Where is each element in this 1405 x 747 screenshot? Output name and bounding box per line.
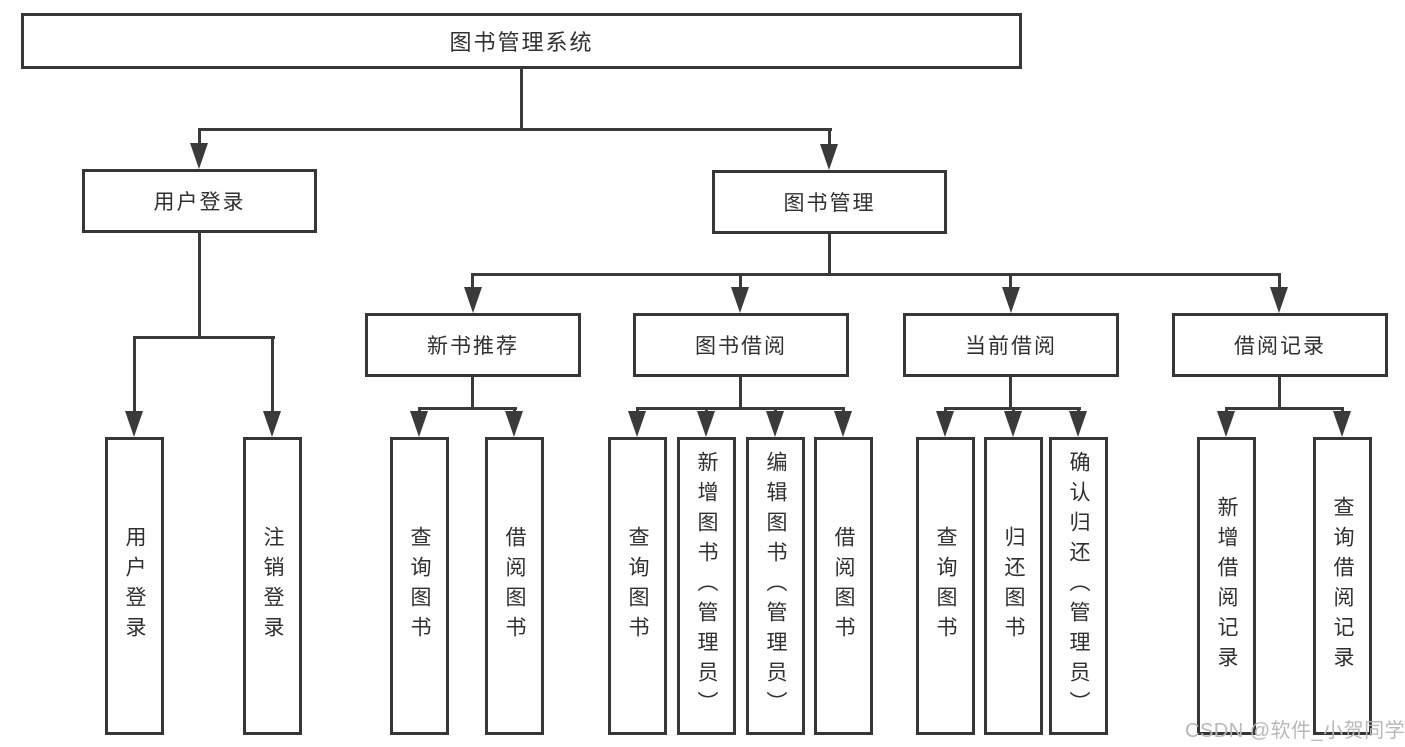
node-current-borrow: 当前借阅 [903,313,1119,377]
arrow-down [1217,411,1235,437]
arrow-down [464,287,482,313]
node-book-management: 图书管理 [712,170,947,234]
leaf-label: 编辑图书（管理员） [764,451,787,721]
leaf-logout: 注销登录 [243,437,302,735]
leaf-edit-books-admin: 编辑图书（管理员） [746,437,805,735]
node-label: 当前借阅 [965,335,1057,358]
node-label: 借阅记录 [1234,335,1326,358]
arrow-down [766,411,784,437]
arrow-down [1270,287,1288,313]
arrow-down [820,144,838,170]
node-new-book-recommend: 新书推荐 [365,313,581,377]
csdn-watermark: CSDN @软件_小贺同学 [1185,720,1405,742]
leaf-label: 注销登录 [261,526,284,646]
connector-line [471,377,474,409]
connector-line [471,273,474,291]
leaf-query-books: 查询图书 [608,437,667,735]
arrow-down [190,143,208,169]
leaf-label: 新增借阅记录 [1215,496,1238,676]
connector-line [1278,273,1281,291]
arrow-down [1333,411,1351,437]
connector-line [199,128,832,131]
arrow-down [505,411,523,437]
leaf-add-borrow-record: 新增借阅记录 [1197,437,1256,735]
leaf-label: 查询图书 [626,526,649,646]
connector-line [1009,273,1012,291]
connector-line [828,128,831,148]
connector-line [739,377,742,409]
node-borrow-records: 借阅记录 [1172,313,1388,377]
connector-line [1009,377,1012,409]
arrow-down [697,411,715,437]
leaf-label: 查询借阅记录 [1331,496,1354,676]
connector-line [133,336,275,339]
arrow-down [834,411,852,437]
node-label: 图书借阅 [695,335,787,358]
node-user-login: 用户登录 [82,169,317,233]
arrow-down [263,411,281,437]
arrow-down [1004,411,1022,437]
arrow-down [628,411,646,437]
leaf-user-login: 用户登录 [105,437,164,735]
leaf-label: 借阅图书 [503,526,526,646]
connector-line [133,336,136,415]
leaf-label: 查询图书 [934,526,957,646]
leaf-query-borrow-record: 查询借阅记录 [1313,437,1372,735]
connector-line [1278,377,1281,409]
node-label: 图书管理 [783,192,876,215]
arrow-down [731,287,749,313]
connector-line [1225,407,1344,410]
leaf-label: 归还图书 [1002,526,1025,646]
leaf-label: 用户登录 [123,526,146,646]
leaf-add-books-admin: 新增图书（管理员） [677,437,736,735]
node-label: 新书推荐 [427,335,519,358]
connector-line [271,336,274,415]
connector-line [198,233,201,338]
arrow-down [1069,411,1087,437]
connector-line [520,68,523,130]
leaf-label: 确认归还（管理员） [1067,451,1090,721]
leaf-borrow-books: 借阅图书 [814,437,873,735]
node-book-borrow: 图书借阅 [633,313,849,377]
node-library-management-system: 图书管理系统 [21,13,1022,69]
connector-line [418,407,517,410]
leaf-label: 新增图书（管理员） [695,451,718,721]
connector-line [739,273,742,291]
node-label: 用户登录 [153,191,246,214]
leaf-borrow-books: 借阅图书 [485,437,544,735]
leaf-query-books: 查询图书 [390,437,449,735]
leaf-label: 查询图书 [408,526,431,646]
arrow-down [125,411,143,437]
arrow-down [936,411,954,437]
arrow-down [410,411,428,437]
connector-line [471,273,1281,276]
connector-line [828,234,831,276]
leaf-query-books: 查询图书 [916,437,975,735]
connector-line [198,128,201,148]
node-label: 图书管理系统 [449,30,594,55]
arrow-down [1002,287,1020,313]
leaf-confirm-return-admin: 确认归还（管理员） [1049,437,1108,735]
connector-line [636,407,845,410]
leaf-return-books: 归还图书 [984,437,1043,735]
leaf-label: 借阅图书 [832,526,855,646]
